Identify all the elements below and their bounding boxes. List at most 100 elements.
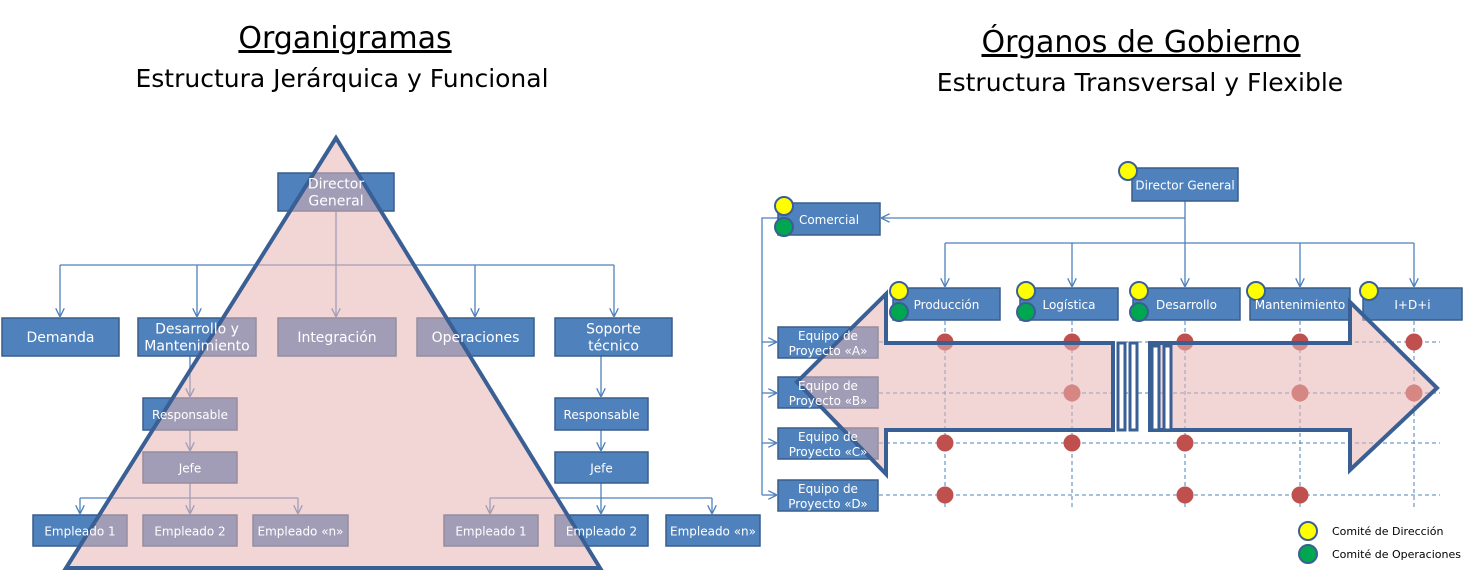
- comite-direccion-icon: [1016, 281, 1036, 301]
- right-box-produccion-labels: Producción: [914, 298, 980, 312]
- box-rect: [554, 397, 649, 431]
- box-label: I+D+i: [1394, 298, 1430, 312]
- left-box-demanda: [1, 317, 120, 357]
- left-box-emp1b-labels: Empleado 1: [455, 525, 526, 539]
- project-dot: [1405, 333, 1423, 351]
- right-box-eqD: [777, 479, 879, 512]
- box-label: Proyecto «B»: [789, 394, 867, 408]
- box-label: Integración: [297, 330, 376, 346]
- box-label: Empleado 1: [44, 525, 115, 539]
- box-label: Proyecto «D»: [788, 497, 867, 511]
- box-label: Director: [308, 177, 364, 193]
- comite-direccion-icon: [1246, 281, 1266, 301]
- box-label: Director General: [1135, 179, 1234, 193]
- box-label: Jefe: [589, 462, 613, 476]
- legend-item: Comité de Dirección: [1298, 521, 1443, 541]
- pyramid-shape: [62, 134, 604, 570]
- box-label: Proyecto «C»: [789, 445, 868, 459]
- box-label: Desarrollo y: [155, 322, 239, 338]
- box-label: técnico: [588, 339, 639, 355]
- project-dot: [936, 486, 954, 504]
- right-box-idi-labels: I+D+i: [1394, 298, 1430, 312]
- right-subtitle: Estructura Transversal y Flexible: [937, 68, 1343, 97]
- comite-operaciones-icon: [1129, 302, 1149, 322]
- box-label: Empleado 2: [154, 525, 225, 539]
- right-box-mantenimiento-labels: Mantenimiento: [1255, 298, 1345, 312]
- comite-operaciones-icon: [889, 302, 909, 322]
- legend-swatch-icon: [1298, 544, 1318, 564]
- box-label: General: [308, 194, 363, 210]
- box-label: Soporte: [586, 322, 641, 338]
- comite-direccion-icon: [1129, 281, 1149, 301]
- right-title: Órganos de Gobierno: [981, 23, 1300, 60]
- left-box-jefe2-labels: Jefe: [589, 462, 613, 476]
- box-rect: [554, 451, 649, 484]
- left-box-integracion-labels: Integración: [297, 330, 376, 346]
- project-dot: [1176, 486, 1194, 504]
- arrow-right-part: [1148, 297, 1440, 475]
- left-title: Organigramas: [238, 21, 451, 56]
- left-box-empna-labels: Empleado «n»: [257, 525, 343, 539]
- left-box-resp1-labels: Responsable: [152, 408, 228, 422]
- comite-operaciones-icon: [1016, 302, 1036, 322]
- arrow-break-bar: [1116, 341, 1127, 432]
- box-label: Producción: [914, 298, 980, 312]
- box-label: Equipo de: [798, 482, 858, 496]
- box-label: Responsable: [152, 408, 228, 422]
- left-box-operaciones-labels: Operaciones: [432, 330, 520, 346]
- right-box-idi: [1362, 287, 1463, 321]
- connector-line: [761, 217, 778, 495]
- box-label: Mantenimiento: [1255, 298, 1345, 312]
- left-box-jefe2: [554, 451, 649, 484]
- comite-direccion-icon: [1118, 161, 1138, 181]
- box-label: Empleado 2: [566, 525, 637, 539]
- legend-label: Comité de Operaciones: [1332, 548, 1461, 561]
- box-label: Empleado «n»: [257, 525, 343, 539]
- box-label: Equipo de: [798, 329, 858, 343]
- right-box-produccion: [892, 287, 1001, 321]
- left-box-empnb: [665, 514, 761, 547]
- box-label: Mantenimiento: [144, 339, 249, 355]
- arrow-break-bar: [1162, 344, 1173, 432]
- left-box-empnb-labels: Empleado «n»: [670, 525, 756, 539]
- box-label: Operaciones: [432, 330, 520, 346]
- box-label: Empleado 1: [455, 525, 526, 539]
- organigrama: [1, 134, 761, 570]
- comite-operaciones-icon: [774, 217, 794, 237]
- legend-item: Comité de Operaciones: [1298, 544, 1461, 564]
- legend-swatch-icon: [1298, 521, 1318, 541]
- left-box-soporte: [554, 317, 673, 357]
- right-box-comercial-labels: Comercial: [799, 213, 859, 227]
- comite-direccion-icon: [1359, 281, 1379, 301]
- arrow-break-bar: [1150, 344, 1161, 432]
- right-box-desarrollo-labels: Desarrollo: [1156, 298, 1217, 312]
- box-rect: [1, 317, 120, 357]
- box-rect: [665, 514, 761, 547]
- box-rect: [1362, 287, 1463, 321]
- box-rect: [554, 317, 673, 357]
- left-box-resp2-labels: Responsable: [564, 408, 640, 422]
- left-subtitle: Estructura Jerárquica y Funcional: [135, 64, 548, 93]
- box-label: Responsable: [564, 408, 640, 422]
- right-box-director: [1131, 167, 1239, 202]
- box-label: Demanda: [27, 330, 95, 346]
- right-box-desarrollo: [1132, 287, 1241, 321]
- box-label: Desarrollo: [1156, 298, 1217, 312]
- left-box-resp2: [554, 397, 649, 431]
- right-box-director-labels: Director General: [1135, 179, 1234, 193]
- left-box-emp2a-labels: Empleado 2: [154, 525, 225, 539]
- comite-direccion-icon: [889, 281, 909, 301]
- box-label: Logística: [1042, 298, 1095, 312]
- box-label: Jefe: [178, 462, 202, 476]
- box-rect: [1131, 167, 1239, 202]
